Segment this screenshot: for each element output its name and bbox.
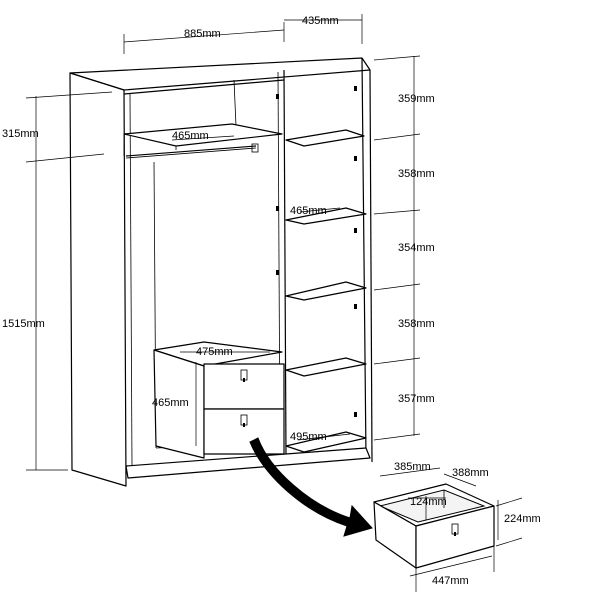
drawer-unit-width-label: 475mm xyxy=(196,346,233,358)
shelf-4-label: 358mm xyxy=(398,318,435,330)
pin-holes xyxy=(276,86,357,417)
drawer-unit-side xyxy=(153,349,205,459)
shelf-right-4 xyxy=(285,357,367,377)
wardrobe xyxy=(69,57,373,487)
drawer-detail xyxy=(373,467,523,592)
drawer-width-label: 385mm xyxy=(394,461,431,473)
drawer-depth-label: 388mm xyxy=(452,467,489,479)
shelf-2-label: 358mm xyxy=(398,168,435,180)
handle-icon xyxy=(451,523,459,536)
top-gap-label: 315mm xyxy=(2,128,39,140)
hat-shelf xyxy=(123,123,283,147)
drawer-front-top xyxy=(203,363,285,410)
dimension-labels: 885mm 435mm 315mm 1515mm 465mm 465mm 359… xyxy=(2,15,541,587)
hanging-height-label: 1515mm xyxy=(2,318,45,330)
shelf-width-right-label: 465mm xyxy=(290,205,327,217)
handle-icon xyxy=(240,369,248,382)
handle-icon xyxy=(240,414,248,427)
dimension-lines xyxy=(25,14,421,471)
shelf-3-label: 354mm xyxy=(398,242,435,254)
hanging-rail xyxy=(125,145,257,157)
depth-label: 435mm xyxy=(302,15,339,27)
drawer-unit-height-label: 465mm xyxy=(152,397,189,409)
drawer-front-width-label: 447mm xyxy=(432,575,469,587)
drawer-height-label: 224mm xyxy=(504,513,541,525)
shelf-right-3 xyxy=(285,281,367,301)
width-label: 885mm xyxy=(184,28,221,40)
arrow-icon xyxy=(249,437,373,537)
left-side-panel xyxy=(69,72,127,487)
shelf-1-label: 359mm xyxy=(398,93,435,105)
bottom-depth-label: 495mm xyxy=(290,431,327,443)
rail-width-label: 465mm xyxy=(172,130,209,142)
shelf-right-1 xyxy=(285,129,365,147)
shelf-right-2 xyxy=(285,207,367,225)
drawer-inner-height-label: 124mm xyxy=(410,496,447,508)
bottom-panel xyxy=(125,447,371,479)
shelf-5-label: 357mm xyxy=(398,393,435,405)
drawer-front-bottom xyxy=(203,408,285,455)
